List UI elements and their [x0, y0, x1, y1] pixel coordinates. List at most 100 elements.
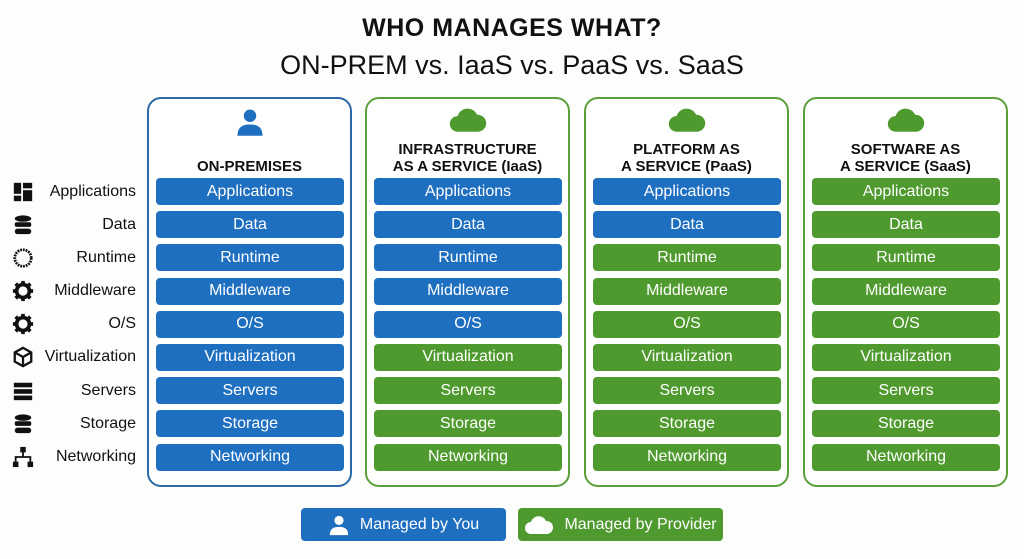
layer-bar-label: O/S — [236, 315, 264, 333]
legend-you-label: Managed by You — [359, 515, 480, 533]
column-title-line: PLATFORM AS — [633, 141, 740, 158]
layer-label-text: Applications — [49, 182, 136, 200]
layer-bar-label: O/S — [673, 315, 701, 333]
server-icon — [13, 382, 33, 400]
column-title-line: A SERVICE (PaaS) — [621, 158, 752, 175]
layer-label-text: Virtualization — [44, 348, 136, 366]
title: WHO MANAGES WHAT? — [362, 14, 662, 42]
layer-bar-you: Data — [374, 211, 562, 239]
layer-bar-provider: Networking — [812, 443, 1000, 471]
layer-bar-label: Middleware — [865, 282, 947, 300]
cloud-icon — [668, 108, 705, 132]
layer-bar-provider: Virtualization — [374, 343, 562, 371]
layer-label-text: Middleware — [54, 282, 136, 300]
layer-bar-you: Data — [156, 211, 344, 239]
layer-bar-you: Applications — [593, 178, 781, 205]
layer-label: O/S — [12, 311, 136, 338]
layer-bar-provider: Runtime — [812, 244, 1000, 272]
layer-bar-you: Servers — [156, 377, 344, 405]
layer-bar-label: Data — [233, 215, 267, 233]
layer-bar-label: Virtualization — [204, 348, 296, 366]
layer-bar-label: Middleware — [209, 282, 291, 300]
layer-bar-label: Applications — [643, 182, 731, 200]
layer-bar-provider: Middleware — [812, 277, 1000, 305]
user-icon — [329, 515, 349, 535]
layer-bar-label: Middleware — [427, 282, 509, 300]
layer-bar-provider: Storage — [374, 410, 562, 438]
network-icon — [12, 446, 34, 468]
applications-icon — [13, 182, 33, 201]
layer-bar-provider: Networking — [593, 443, 781, 471]
layer-bar-provider: Virtualization — [593, 343, 781, 371]
legend-managed-by-you: Managed by You — [301, 508, 506, 541]
layer-bar-you: Data — [593, 211, 781, 239]
layer-bar-you: Storage — [156, 410, 344, 438]
column-title-line: A SERVICE (SaaS) — [840, 158, 971, 175]
layer-bar-you: O/S — [374, 310, 562, 338]
layer-bar-you: Networking — [156, 443, 344, 471]
column-title-line: INFRASTRUCTURE — [398, 141, 537, 158]
gear-icon — [12, 314, 34, 335]
legend-managed-by-provider: Managed by Provider — [518, 508, 723, 541]
database-icon — [14, 414, 32, 433]
layer-bar-label: Virtualization — [422, 348, 514, 366]
layer-bar-label: Servers — [222, 381, 278, 399]
layer-label-text: Runtime — [76, 248, 136, 266]
layer-bar-label: Servers — [440, 381, 496, 399]
layer-bar-provider: O/S — [812, 310, 1000, 338]
cube-icon — [13, 346, 33, 368]
cloud-icon — [525, 515, 554, 534]
layer-bar-provider: Servers — [812, 377, 1000, 405]
layer-label: Applications — [12, 178, 136, 205]
column-title-line: SOFTWARE AS — [850, 141, 961, 158]
layer-bar-you: Virtualization — [156, 343, 344, 371]
layer-bar-you: Applications — [374, 178, 562, 205]
layer-bar-provider: Storage — [812, 410, 1000, 438]
column-title: ON-PREMISES — [149, 139, 350, 175]
layer-bar-label: Runtime — [657, 248, 717, 266]
layer-bar-label: Runtime — [220, 248, 280, 266]
layer-label: Middleware — [12, 278, 136, 305]
layer-bar-you: Middleware — [374, 277, 562, 305]
layer-label: Virtualization — [12, 344, 136, 371]
layer-bar-provider: Applications — [812, 178, 1000, 205]
layer-bar-label: Storage — [877, 414, 935, 432]
layer-bar-label: Applications — [862, 182, 950, 200]
layer-bar-label: Runtime — [438, 248, 498, 266]
layer-label: Servers — [12, 377, 136, 404]
layer-bar-you: O/S — [156, 310, 344, 338]
column-title-line: AS A SERVICE (IaaS) — [392, 158, 543, 175]
layer-label-text: O/S — [108, 315, 136, 333]
layer-bar-label: Virtualization — [641, 348, 733, 366]
layer-bar-label: Runtime — [876, 248, 936, 266]
layer-bar-you: Applications — [156, 178, 344, 205]
layer-label: Data — [12, 211, 136, 238]
layer-bar-label: O/S — [892, 315, 920, 333]
layer-bar-label: Virtualization — [860, 348, 952, 366]
layer-bar-label: Applications — [206, 182, 294, 200]
layer-bar-provider: Runtime — [593, 244, 781, 272]
layer-bar-label: Storage — [658, 414, 716, 432]
layer-label-text: Storage — [79, 414, 136, 432]
layer-bar-provider: Middleware — [593, 277, 781, 305]
cloud-icon — [887, 108, 924, 132]
layer-bar-label: Middleware — [646, 282, 728, 300]
layer-bar-you: Runtime — [156, 244, 344, 272]
layer-bar-provider: Servers — [374, 377, 562, 405]
layer-bar-provider: Storage — [593, 410, 781, 438]
layer-bar-provider: Networking — [374, 443, 562, 471]
layer-bar-label: O/S — [454, 315, 482, 333]
legend-provider-label: Managed by Provider — [564, 515, 717, 533]
column-title-line: ON-PREMISES — [196, 158, 302, 175]
layer-bar-provider: Servers — [593, 377, 781, 405]
user-icon — [237, 109, 262, 136]
layer-bar-label: Storage — [221, 414, 279, 432]
runtime-chip-icon — [13, 248, 33, 268]
layer-label-text: Servers — [80, 381, 136, 399]
